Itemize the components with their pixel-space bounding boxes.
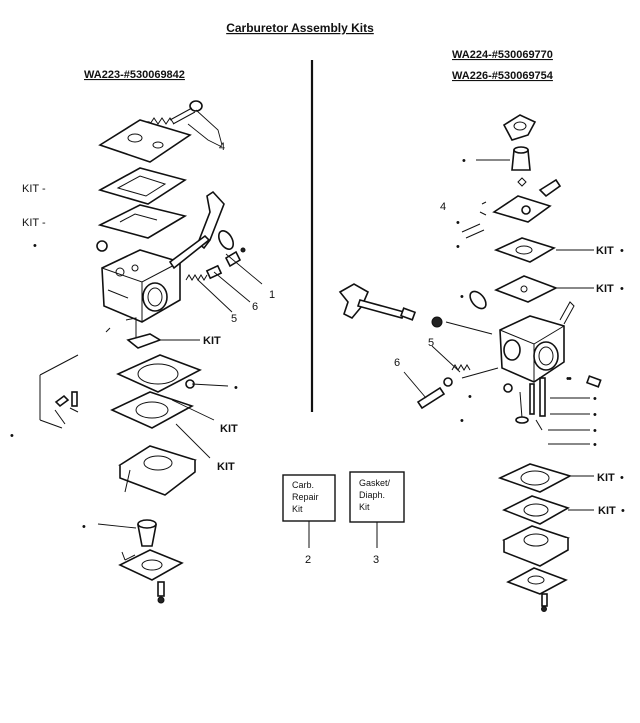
right-diaphragm-1 [494, 275, 558, 303]
right-gasket-1 [493, 237, 556, 263]
left-gasket-1 [97, 167, 187, 205]
right-bullet-lever: • [460, 291, 464, 303]
box-carb-line-2: Repair [292, 492, 319, 502]
left-adjust-screws [185, 247, 246, 281]
left-kit-dash-1: KIT - [22, 183, 46, 195]
left-bullet-1: • [33, 240, 37, 252]
left-callout-5: 5 [231, 313, 237, 325]
right-pump-diaphragm [502, 495, 570, 525]
left-assembly [39, 100, 246, 604]
left-kit-dash-2: KIT - [22, 217, 46, 229]
left-bottom-plate [118, 549, 184, 581]
left-lead-kit-diaph [171, 399, 215, 421]
right-bullet-body-3: • [460, 415, 464, 427]
right-callout-5: 5 [428, 337, 434, 349]
right-bullet-body-1: • [566, 373, 570, 385]
left-small-ring [96, 240, 108, 252]
right-kit-2: KIT [596, 283, 614, 295]
box-gasket-line-1: Gasket/ [359, 478, 391, 488]
left-kit-diaphragm: KIT [220, 423, 238, 435]
left-callout-4: 4 [219, 141, 225, 153]
left-lead-4 [187, 109, 223, 148]
left-bullet-4: • [82, 521, 86, 533]
right-bullet-screw-1: • [456, 217, 460, 229]
right-bullet-needle-1: • [593, 393, 597, 405]
right-kit-1: KIT [596, 245, 614, 257]
box-carb-line-3: Kit [292, 504, 303, 514]
carb-repair-kit-box: Carb. Repair Kit 2 [282, 474, 336, 566]
left-fuel-lever [126, 333, 162, 349]
right-spring-5 [451, 364, 471, 371]
right-throttle-lever [338, 283, 493, 335]
right-pump-gasket [497, 463, 573, 493]
right-bottom-plate [506, 567, 568, 595]
left-carb-body [101, 249, 181, 323]
left-lead-1 [225, 253, 263, 285]
left-model-label: WA223-#530069842 [84, 69, 185, 81]
right-bullet-kit-2: • [620, 283, 624, 295]
box-gasket-line-2: Diaph. [359, 490, 385, 500]
right-model-label-2: WA226-#530069754 [452, 70, 554, 82]
left-pump-cover [118, 445, 197, 496]
left-callout-6: 6 [252, 301, 258, 313]
right-bullet-cup: • [462, 155, 466, 167]
right-carb-body [499, 301, 575, 383]
left-kit-pump-cover: KIT [217, 461, 235, 473]
left-diaphragm [97, 204, 188, 239]
right-assembly [338, 114, 602, 612]
right-callout-4: 4 [440, 201, 446, 213]
left-kit-lever: KIT [203, 335, 221, 347]
left-pump-diaphragm [110, 391, 194, 429]
callout-2: 2 [305, 554, 311, 566]
right-lead-dots [548, 397, 590, 445]
right-bullet-needle-3: • [593, 425, 597, 437]
right-pump-cover [502, 525, 570, 567]
right-lead-5 [431, 345, 461, 373]
left-cover-plate [98, 119, 192, 163]
right-bullet-needle-2: • [593, 409, 597, 421]
right-screw-6 [416, 386, 446, 410]
left-lead-dot-ring [191, 383, 229, 387]
right-bullet-screw-end: • [568, 373, 572, 385]
box-gasket-line-3: Kit [359, 502, 370, 512]
gasket-diaph-kit-box: Gasket/ Diaph. Kit 3 [349, 471, 405, 566]
left-callout-1: 1 [269, 289, 275, 301]
right-bullet-kit-4: • [621, 505, 625, 517]
left-lead-6 [213, 271, 251, 303]
right-bullet-needle-4: • [593, 439, 597, 451]
right-kit-3: KIT [597, 472, 615, 484]
right-bullet-kit-1: • [620, 245, 624, 257]
right-callout-6: 6 [394, 357, 400, 369]
left-pump-gasket [116, 354, 202, 393]
box-carb-line-1: Carb. [292, 480, 314, 490]
right-lead-6 [403, 371, 427, 399]
left-bullet-2: • [234, 382, 238, 394]
page-title: Carburetor Assembly Kits [226, 21, 374, 35]
right-kit-4: KIT [598, 505, 616, 517]
left-lead-dot-cup [97, 523, 137, 529]
right-bullet-body-2: • [468, 391, 472, 403]
right-model-label-1: WA224-#530069770 [452, 49, 553, 61]
right-bullet-kit-3: • [620, 472, 624, 484]
left-lead-5 [197, 279, 233, 313]
right-bullet-screw-2: • [456, 241, 460, 253]
left-lead-kit-cover [175, 423, 211, 459]
right-needle-parts [515, 375, 602, 431]
left-bullet-3: • [10, 430, 14, 442]
callout-3: 3 [373, 554, 379, 566]
left-throttle-lever [168, 190, 235, 270]
left-top-screw [144, 100, 203, 129]
right-top-cap [502, 114, 537, 141]
